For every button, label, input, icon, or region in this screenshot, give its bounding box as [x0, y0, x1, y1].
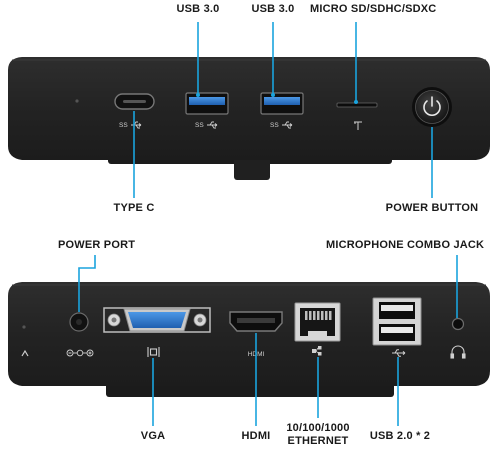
- callout-lines: [78, 22, 458, 426]
- usb3-b-ss-marking: SS: [270, 122, 279, 129]
- ethernet-network-icon: [312, 346, 322, 356]
- mic-combo-jack: [451, 317, 465, 331]
- power-button: [412, 87, 452, 127]
- dc-polarity-icon: [66, 349, 94, 357]
- label-power-button: POWER BUTTON: [385, 202, 479, 214]
- dc-power-port: [69, 312, 89, 332]
- usb-symbol-icon: [392, 349, 406, 357]
- usb-symbol-icon: [131, 121, 293, 129]
- label-power-port: POWER PORT: [58, 239, 136, 251]
- top-device: SS SS SS: [8, 57, 490, 180]
- callout-power-port: [78, 255, 96, 312]
- type-c-ss-marking: SS: [119, 122, 128, 129]
- label-usb2: USB 2.0 * 2: [369, 430, 431, 442]
- vga-port: [103, 307, 211, 333]
- vga-monitor-icon: [147, 347, 160, 357]
- label-hdmi: HDMI: [241, 430, 271, 442]
- top-device-body: [8, 57, 490, 160]
- bottom-stand: [106, 383, 394, 397]
- label-usb3-a: USB 3.0: [176, 3, 220, 15]
- label-ethernet-speed: 10/100/1000: [286, 422, 350, 434]
- type-c-port: [114, 93, 155, 110]
- usb3-port-a: [185, 92, 229, 115]
- sd-card-icon: [354, 121, 362, 130]
- bottom-device: HDMI: [8, 282, 490, 397]
- hdmi-port: [229, 311, 283, 332]
- label-mic-jack: MICROPHONE COMBO JACK: [326, 239, 485, 251]
- usb3-port-b: [260, 92, 304, 115]
- label-usb3-b: USB 3.0: [251, 3, 295, 15]
- headphone-icon: [450, 345, 466, 359]
- led-dot: [75, 99, 79, 103]
- label-vga: VGA: [140, 430, 166, 442]
- usb3-a-ss-marking: SS: [195, 122, 204, 129]
- kensington-lock-icon: [21, 349, 29, 357]
- ethernet-port: [294, 302, 341, 342]
- usb2-ports: [372, 297, 422, 346]
- label-micro-sd: MICRO SD/SDHC/SDXC: [310, 3, 437, 15]
- label-ethernet: ETHERNET: [287, 435, 349, 447]
- power-icon: [423, 96, 441, 116]
- callout-dots: [196, 93, 358, 104]
- label-type-c: TYPE C: [113, 202, 155, 214]
